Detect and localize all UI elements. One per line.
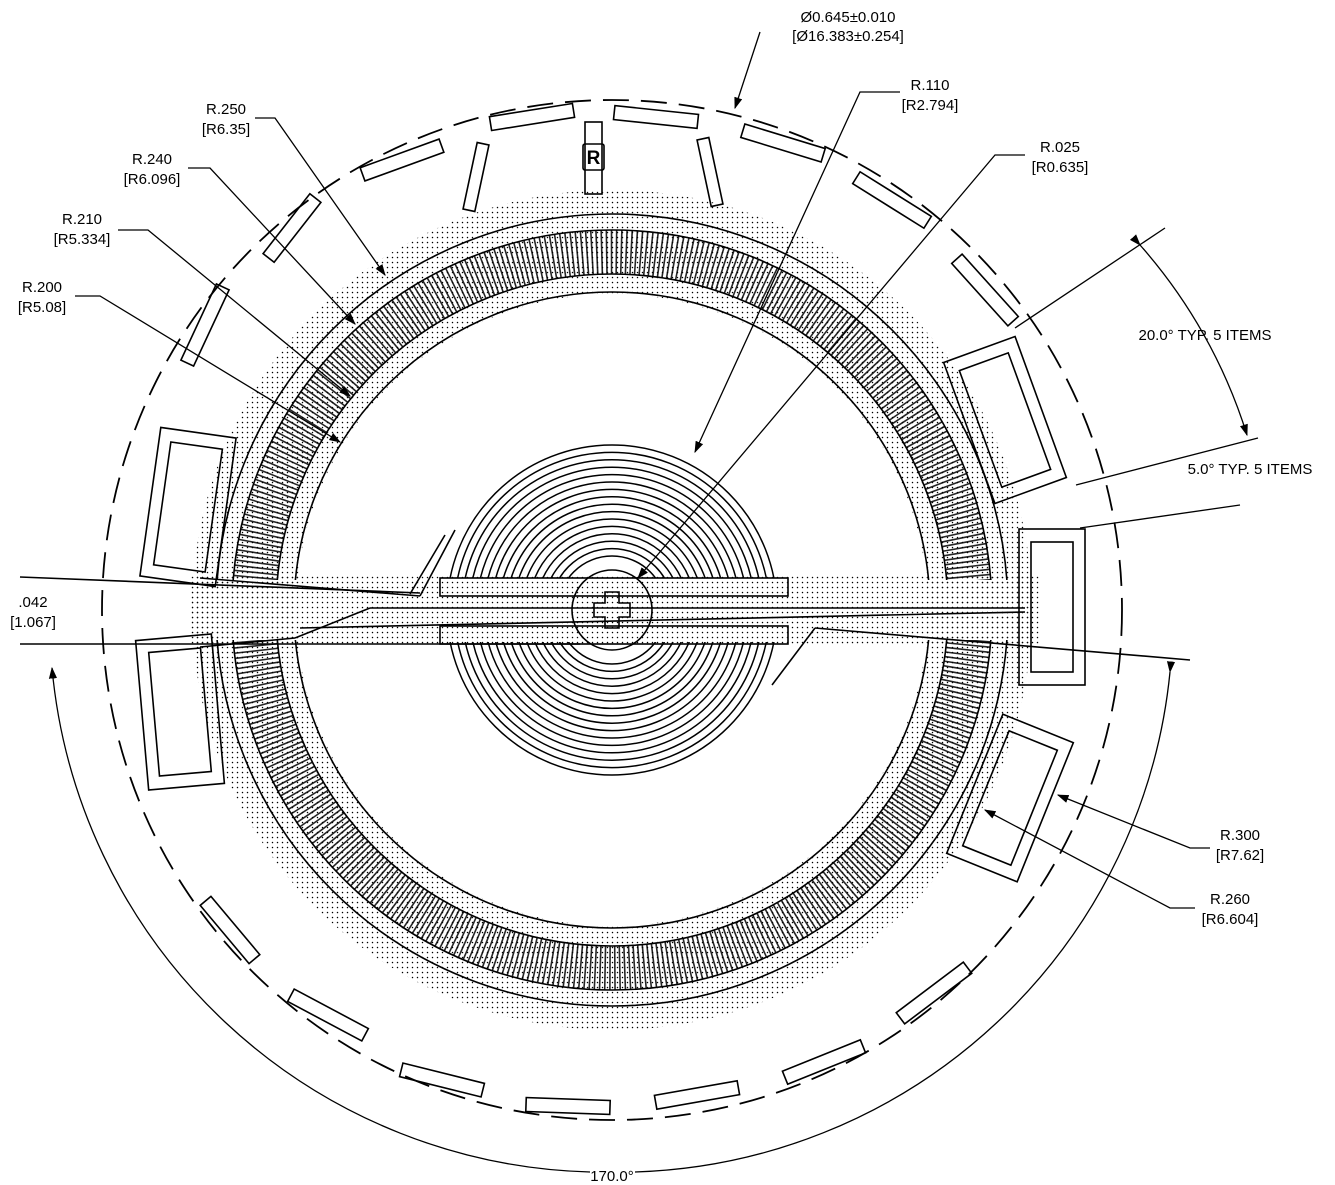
coil-ring xyxy=(456,451,768,578)
dim-r250-line2: [R6.35] xyxy=(202,121,250,138)
coil-ring xyxy=(502,496,722,578)
coil-ring xyxy=(518,510,706,578)
coil-ring xyxy=(502,642,722,724)
coil-ring xyxy=(558,547,666,578)
resistive-track xyxy=(233,230,991,990)
dotted-substrate xyxy=(190,190,1040,1030)
coil-ring xyxy=(533,642,691,695)
center-hub xyxy=(571,569,653,651)
dim-r200-line1: R.200 xyxy=(22,279,62,296)
coil-ring xyxy=(510,642,714,717)
dim-r250-line1: R.250 xyxy=(206,101,246,118)
dim-r240-line2: [R6.096] xyxy=(124,171,181,188)
dim-r110-line2: [R2.794] xyxy=(902,97,959,114)
r-marker: R xyxy=(582,121,605,195)
outer-diameter-circle xyxy=(101,99,1123,1121)
dim-angle-20: 20.0° TYP. 5 ITEMS xyxy=(1138,327,1271,344)
dim-r260-line1: R.260 xyxy=(1210,891,1250,908)
coil-ring xyxy=(479,473,745,578)
coil-ring xyxy=(449,444,775,578)
dim-angle-5: 5.0° TYP. 5 ITEMS xyxy=(1188,461,1313,478)
outer-tabs xyxy=(179,102,1020,1116)
coil-ring xyxy=(479,642,745,747)
dim-gap-line1: .042 xyxy=(18,594,47,611)
coil-ring xyxy=(567,642,657,665)
coil-ring xyxy=(472,466,752,578)
dim-r200-line2: [R5.08] xyxy=(18,299,66,316)
coil-ring xyxy=(456,642,768,769)
r-marker-letter: R xyxy=(587,148,601,169)
dim-r300-line1: R.300 xyxy=(1220,827,1260,844)
dim-diameter-line2: [Ø16.383±0.254] xyxy=(792,28,904,45)
contact-pads xyxy=(134,335,1086,883)
coil-ring xyxy=(567,555,657,578)
dim-r300-line2: [R7.62] xyxy=(1216,847,1264,864)
concentric-rings xyxy=(101,99,1123,1121)
dim-diameter-line1: Ø0.645±0.010 xyxy=(801,9,896,26)
coil-ring xyxy=(472,642,752,754)
coil-ring xyxy=(449,642,775,776)
dimension-labels: Ø0.645±0.010 [Ø16.383±0.254] R.110 [R2.7… xyxy=(10,9,1312,1185)
coil-ring xyxy=(494,488,730,578)
coil-ring xyxy=(487,481,737,578)
coil-ring xyxy=(526,642,698,702)
dim-gap-line2: [1.067] xyxy=(10,614,56,631)
coil-ring xyxy=(494,642,730,732)
center-slot-traces xyxy=(19,529,1191,686)
coil-ring xyxy=(558,642,666,673)
coil-ring xyxy=(542,642,682,687)
coil-ring xyxy=(550,540,674,578)
coil-ring xyxy=(533,525,691,578)
coil-ring xyxy=(526,518,698,578)
leader-lines xyxy=(48,31,1259,1173)
coil-ring xyxy=(518,642,706,710)
dim-r110-line1: R.110 xyxy=(911,77,950,94)
coil-ring xyxy=(510,503,714,578)
dim-r210-line2: [R5.334] xyxy=(54,231,111,248)
dim-r025-line1: R.025 xyxy=(1040,139,1080,156)
dim-angle-170: 170.0° xyxy=(590,1168,634,1185)
spiral-coil xyxy=(439,444,789,776)
dim-r210-line1: R.210 xyxy=(62,211,102,228)
coil-ring xyxy=(464,459,760,578)
coil-ring xyxy=(550,642,674,680)
center-cross xyxy=(593,591,631,629)
dim-r025-line2: [R0.635] xyxy=(1032,159,1089,176)
dim-r240-line1: R.240 xyxy=(132,151,172,168)
coil-ring xyxy=(487,642,737,739)
dim-r260-line2: [R6.604] xyxy=(1202,911,1259,928)
coil-ring xyxy=(542,533,682,578)
coil-ring xyxy=(464,642,760,761)
